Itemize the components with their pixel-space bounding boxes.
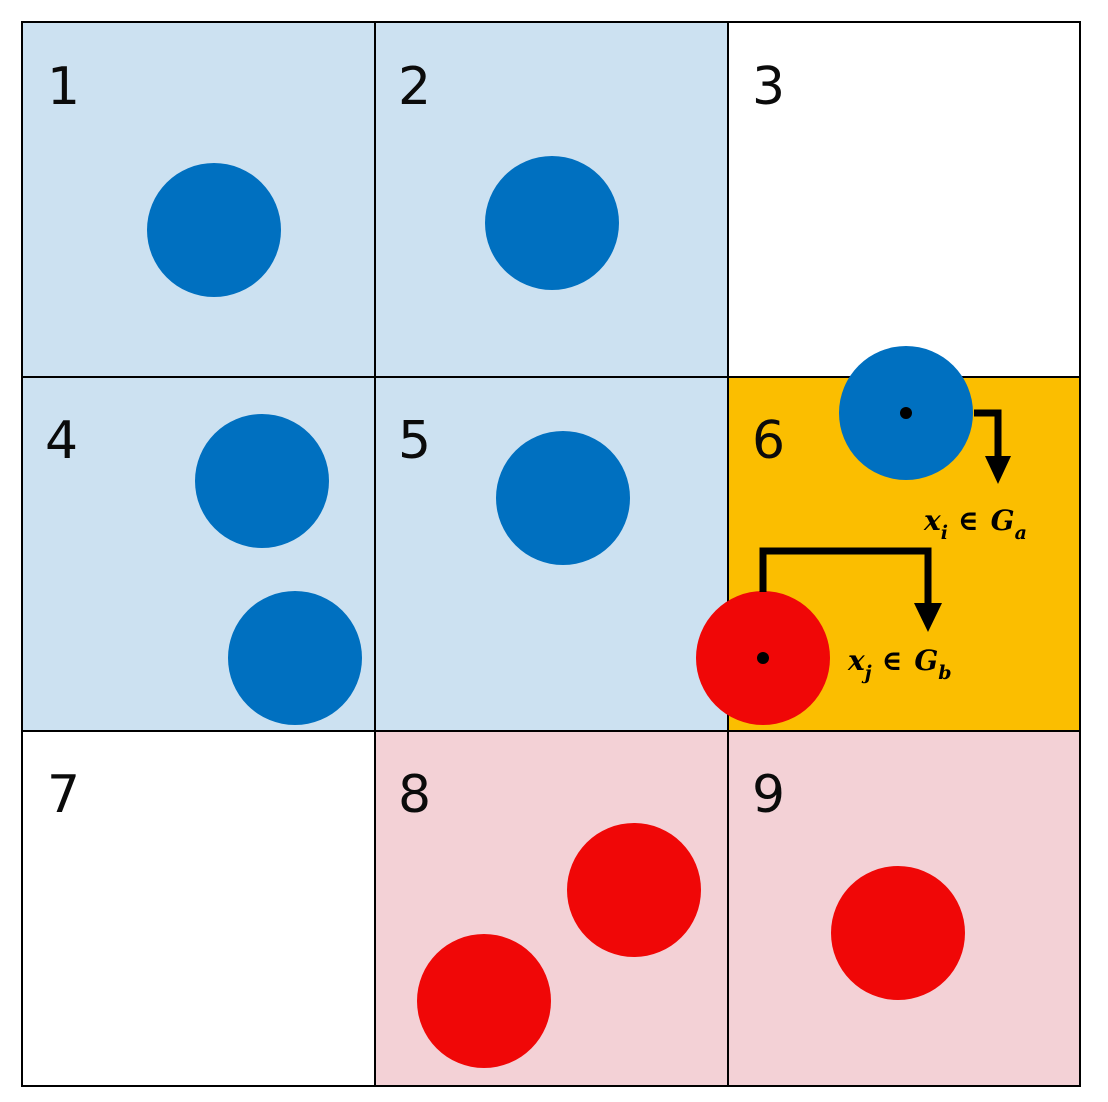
- blue-point-cell-4-b: [228, 591, 362, 725]
- blue-point-cell-5: [496, 431, 630, 565]
- red-point-cell-8-b: [417, 934, 551, 1068]
- red-point-cell-8-a: [567, 823, 701, 957]
- cell-label-1: 1: [47, 57, 80, 117]
- cell-label-7: 7: [47, 765, 80, 825]
- cell-label-9: 9: [752, 765, 785, 825]
- red-point-cell-9: [831, 866, 965, 1000]
- blue-point-cell-2: [485, 156, 619, 290]
- xi-arrow: [974, 409, 1011, 484]
- xj-center-dot: [757, 652, 769, 664]
- blue-point-cell-1: [147, 163, 281, 297]
- xj-arrow: [759, 547, 942, 632]
- xi-membership-label: xi∈Ga: [923, 504, 1027, 544]
- blue-point-cell-4-a: [195, 414, 329, 548]
- grid-border: [21, 21, 1081, 1087]
- cell-label-8: 8: [398, 765, 431, 825]
- cell-7-background: [22, 731, 375, 1086]
- cell-label-6: 6: [752, 411, 785, 471]
- xi-center-dot: [900, 407, 912, 419]
- xj-membership-label: xj∈Gb: [847, 644, 952, 684]
- cell-label-3: 3: [752, 57, 785, 117]
- cell-label-2: 2: [398, 57, 431, 117]
- cell-3-background: [728, 22, 1080, 377]
- grid-lines: [21, 21, 1081, 1087]
- cell-label-5: 5: [398, 411, 431, 471]
- cell-label-4: 4: [45, 411, 78, 471]
